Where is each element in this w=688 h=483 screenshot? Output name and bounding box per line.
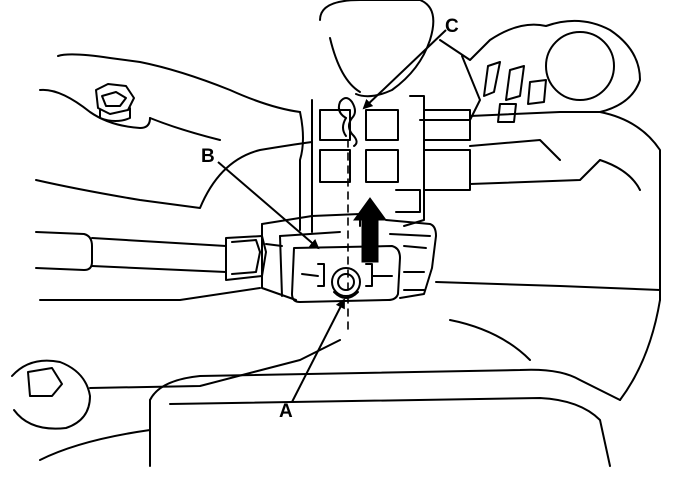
leader-line-a [291, 298, 345, 403]
lever-assembly [261, 213, 437, 303]
retaining-clip [337, 97, 358, 147]
lower-frame [11, 281, 661, 467]
leader-line-c [362, 29, 447, 110]
mount-bracket [299, 0, 661, 301]
bolt-head [95, 83, 135, 122]
direction-arrow [353, 197, 387, 263]
cable-housing [35, 231, 283, 281]
callout-label-a: A [279, 401, 293, 422]
callout-label-c: C [445, 16, 459, 37]
leader-line-b [217, 161, 320, 250]
body-outline-upper [35, 53, 313, 209]
callout-label-b: B [201, 146, 215, 167]
